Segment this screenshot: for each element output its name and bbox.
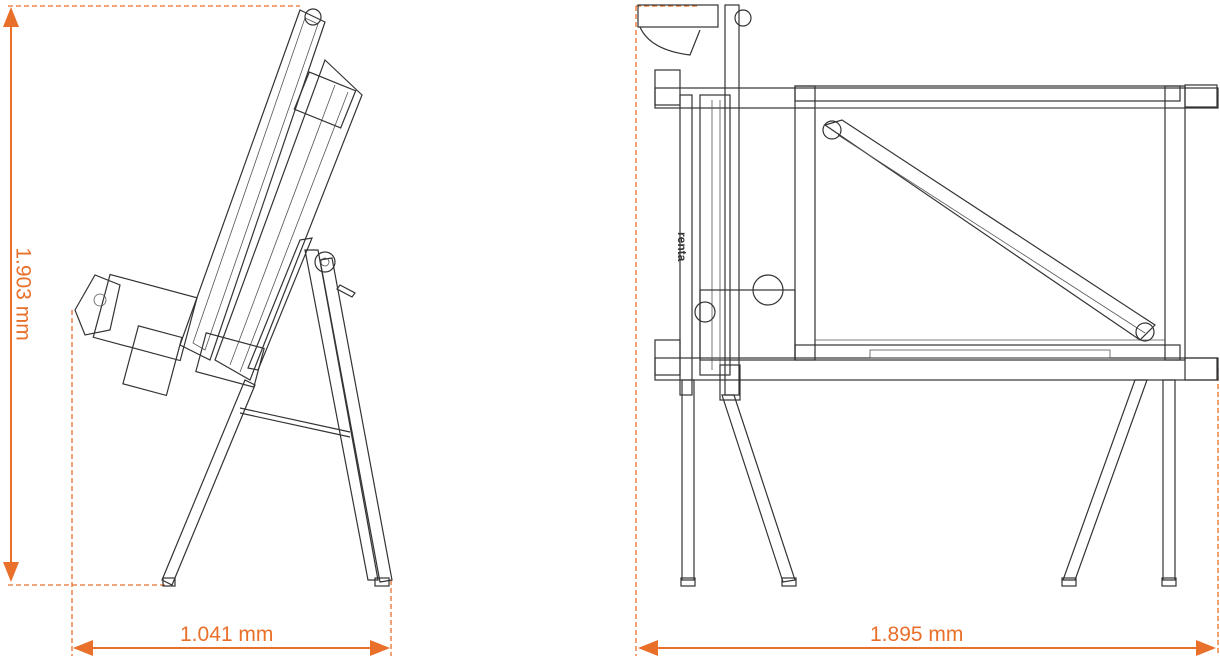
- front-width-label: 1.895 mm: [870, 623, 964, 646]
- side-view-dimensions: [3, 5, 392, 656]
- front-view-dimensions: [635, 5, 1219, 656]
- renta-logo: renta: [675, 232, 689, 262]
- side-height-label: 1.903 mm: [11, 247, 35, 341]
- front-view-machine: renta: [637, 4, 1219, 587]
- side-view-machine: [74, 8, 393, 587]
- side-width-label: 1.041 mm: [180, 623, 274, 646]
